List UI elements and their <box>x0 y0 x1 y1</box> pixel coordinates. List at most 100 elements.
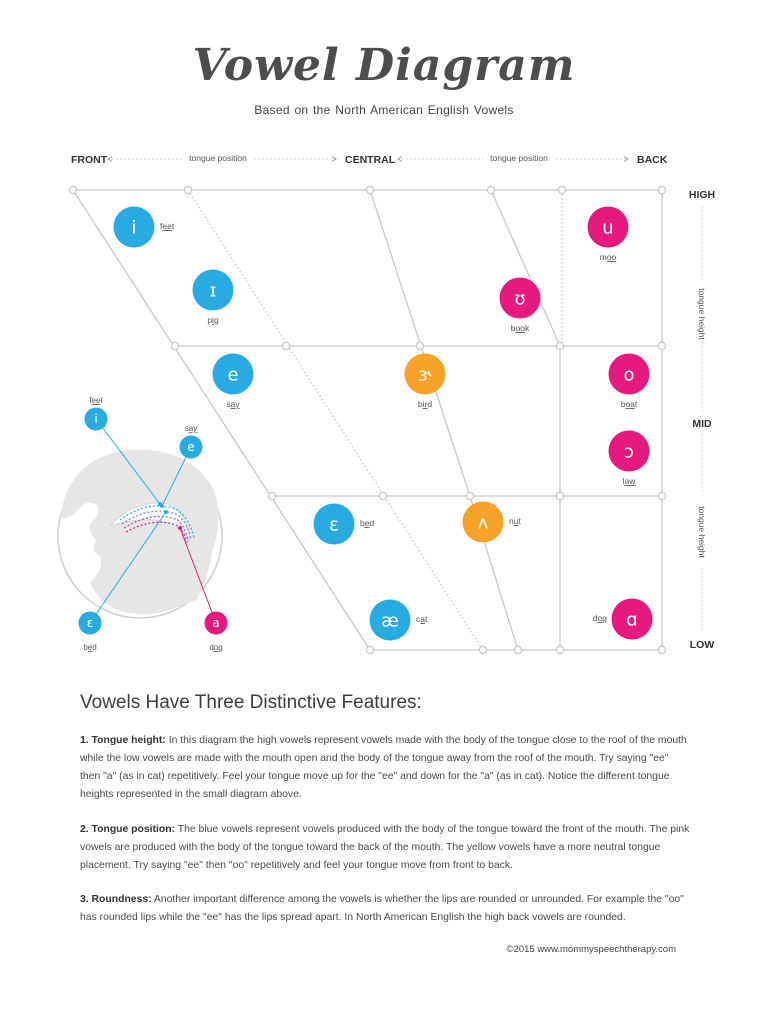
feature-text: Another important difference among the v… <box>80 894 684 923</box>
vowel-symbol: e <box>227 364 238 385</box>
example-word: boat <box>621 399 638 409</box>
vowel-symbol: i <box>131 217 136 238</box>
features-heading: Vowels Have Three Distinctive Features: <box>80 692 422 713</box>
vowel-symbol: ɪ <box>210 280 217 301</box>
grid-node <box>657 341 667 351</box>
feature-label: 2. Tongue position: <box>80 824 176 835</box>
vowel-bubble <box>78 611 102 635</box>
feature-paragraph: 3. Roundness: Another important differen… <box>80 891 690 927</box>
grid-node <box>657 185 667 195</box>
grid-node <box>365 645 375 655</box>
tongue-cavity-icon <box>109 502 191 541</box>
axis-label-mid: MID <box>692 418 712 430</box>
vowel-symbol: o <box>623 364 634 385</box>
vowel-bubble <box>608 430 650 472</box>
tongue-curve-high <box>119 505 195 539</box>
vowel-bubble <box>113 206 155 248</box>
feature-text: The blue vowels represent vowels produce… <box>80 824 690 871</box>
vowel-bubble <box>212 353 254 395</box>
vowel-bubble <box>499 277 541 319</box>
vowel-bubble <box>404 353 446 395</box>
vowel-symbol: ʊ <box>514 288 525 309</box>
axis-label-front: FRONT <box>71 154 108 166</box>
tongue-curve-mid-low <box>123 515 189 543</box>
grid-node <box>486 185 496 195</box>
axis-connector-label: tongue position <box>189 153 247 163</box>
vowel-bubble <box>608 353 650 395</box>
vowel-bubble <box>204 611 228 635</box>
page-title: Vowel Diagram <box>192 40 576 91</box>
grid-node <box>465 491 475 501</box>
page-subtitle: Based on the North American English Vowe… <box>254 103 514 117</box>
vowel-symbol: i <box>94 412 97 426</box>
arrow-left-icon <box>397 156 403 162</box>
axis-connector-label: tongue height <box>697 506 707 558</box>
head-silhouette-icon <box>60 449 219 614</box>
vowel-bubble <box>611 598 653 640</box>
vowel-symbol: ɛ <box>87 616 94 630</box>
pointer-line <box>95 418 161 505</box>
vowel-symbol: ɑ <box>626 609 637 630</box>
grid-line <box>72 189 371 651</box>
grid-line <box>490 189 561 347</box>
example-word: feet <box>89 396 103 405</box>
axis-connector-label: tongue height <box>697 288 707 340</box>
pointer-dot <box>160 504 164 508</box>
example-word: bed <box>83 643 96 652</box>
example-word: dog <box>209 643 222 652</box>
grid-node <box>415 341 425 351</box>
example-word: bird <box>418 399 432 409</box>
vowel-symbol: ɛ <box>329 514 339 535</box>
example-word: dog <box>593 613 607 623</box>
feature-paragraph: 1. Tongue height: In this diagram the hi… <box>80 732 690 804</box>
example-word: nut <box>509 516 521 526</box>
grid-node <box>68 185 78 195</box>
example-word: say <box>185 424 197 433</box>
vowel-symbol: ɝ <box>418 364 432 385</box>
feature-text: In this diagram the high vowels represen… <box>80 735 687 800</box>
pointer-line <box>179 527 217 624</box>
vowel-symbol: u <box>602 217 613 238</box>
copyright: ©2015 www.mommyspeechtherapy.com <box>506 944 676 955</box>
grid-node <box>267 491 277 501</box>
vowel-symbol: a <box>212 616 219 630</box>
grid-node <box>365 185 375 195</box>
vowel-bubble <box>179 435 203 459</box>
vowel-bubble <box>313 503 355 545</box>
grid-node <box>555 341 565 351</box>
grid-line <box>187 189 484 651</box>
grid-node <box>183 185 193 195</box>
axis-label-central: CENTRAL <box>345 154 396 166</box>
example-word: pig <box>207 315 219 325</box>
grid-node <box>555 645 565 655</box>
grid-node <box>555 491 565 501</box>
vowel-bubble <box>369 599 411 641</box>
axis-label-low: LOW <box>690 639 715 651</box>
arrow-right-icon <box>331 156 337 162</box>
example-word: feet <box>160 221 175 231</box>
feature-label: 3. Roundness: <box>80 894 152 905</box>
vowel-bubble <box>192 269 234 311</box>
arrow-left-icon <box>107 156 113 162</box>
vowel-symbol: æ <box>381 610 399 631</box>
example-word: say <box>226 399 240 409</box>
pointer-dot <box>164 510 168 514</box>
grid-node <box>170 341 180 351</box>
vowel-symbol: e <box>187 440 194 454</box>
vowel-bubble <box>462 501 504 543</box>
grid-node <box>657 645 667 655</box>
axis-label-high: HIGH <box>689 189 715 201</box>
pointer-dot <box>178 526 182 530</box>
example-word: moo <box>600 252 617 262</box>
grid-node <box>281 341 291 351</box>
vowel-symbol: ʌ <box>478 512 489 533</box>
feature-label: 1. Tongue height: <box>80 735 166 746</box>
vowel-symbol: ɔ <box>624 441 634 462</box>
example-word: bed <box>360 518 374 528</box>
axis-connector-label: tongue position <box>490 153 548 163</box>
vowel-bubble <box>587 206 629 248</box>
grid-node <box>378 491 388 501</box>
grid-node <box>513 645 523 655</box>
grid-node <box>557 185 567 195</box>
